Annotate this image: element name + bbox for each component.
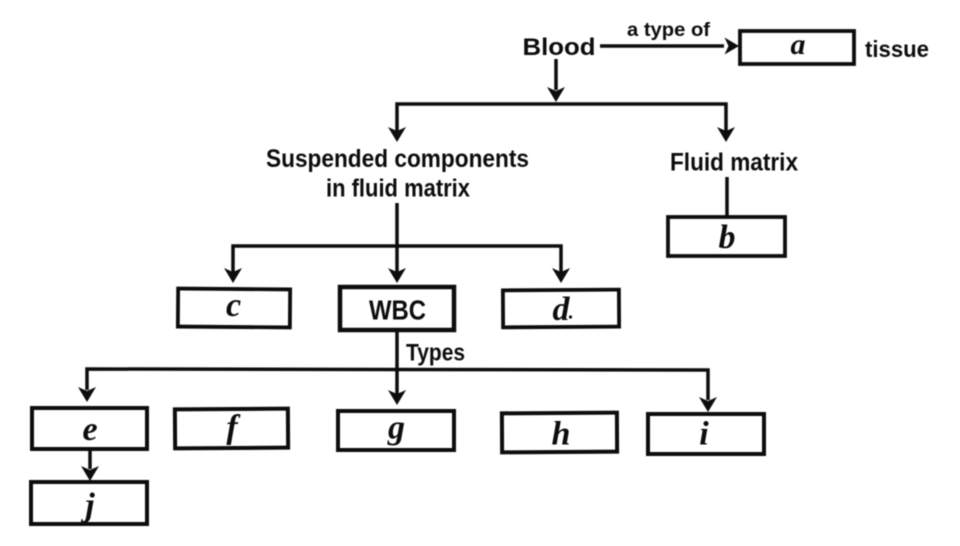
svg-text:i: i xyxy=(699,416,709,453)
svg-text:Suspended components: Suspended components xyxy=(266,145,529,173)
svg-text:e: e xyxy=(82,411,97,448)
svg-text:Types: Types xyxy=(406,340,465,367)
svg-text:Fluid matrix: Fluid matrix xyxy=(670,149,798,177)
svg-text:in fluid matrix: in fluid matrix xyxy=(326,175,470,203)
svg-text:d: d xyxy=(553,291,571,328)
svg-text:b: b xyxy=(719,219,736,256)
svg-text:a: a xyxy=(791,28,806,61)
svg-text:Blood: Blood xyxy=(523,34,596,61)
svg-text:a type of: a type of xyxy=(627,20,711,41)
svg-text:c: c xyxy=(226,287,241,324)
svg-text:f: f xyxy=(226,409,241,446)
svg-text:tissue: tissue xyxy=(865,36,929,62)
svg-text:WBC: WBC xyxy=(369,295,426,326)
svg-text:g: g xyxy=(387,410,405,447)
svg-text:h: h xyxy=(552,416,571,453)
